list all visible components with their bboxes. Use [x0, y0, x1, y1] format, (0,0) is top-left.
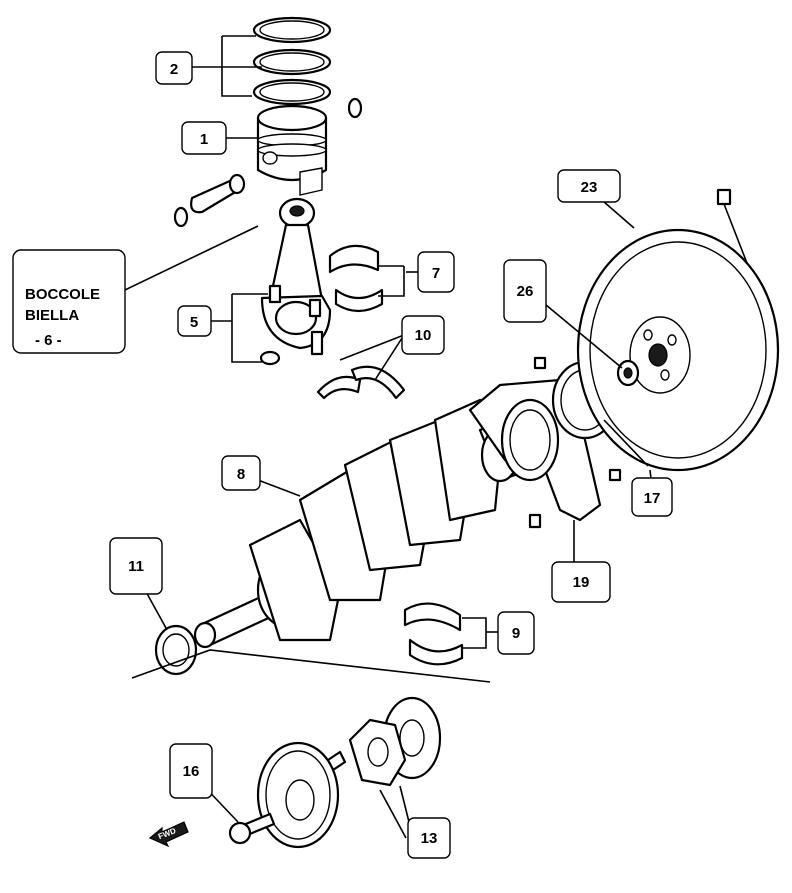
callout-19: 19 — [551, 561, 611, 603]
piston-pin — [190, 173, 246, 214]
note-line-1: BOCCOLE — [25, 286, 100, 303]
callout-23: 23 — [557, 169, 621, 203]
callout-16: 16 — [169, 743, 213, 799]
front-oil-seal — [154, 624, 198, 676]
fwd-arrow: FWD — [148, 821, 189, 848]
note-line-2: BIELLA — [25, 307, 79, 324]
leader-lines — [124, 35, 653, 839]
timing-gear — [326, 696, 442, 787]
callout-19-label: 19 — [573, 574, 590, 591]
callout-1: 1 — [181, 121, 227, 155]
callout-16-label: 16 — [183, 763, 200, 780]
note-line-3: - 6 - — [35, 332, 62, 349]
note-box: BOCCOLE BIELLA - 6 - — [12, 249, 126, 354]
callout-8-label: 8 — [237, 466, 245, 483]
callout-7-label: 7 — [432, 265, 440, 282]
callout-13: 13 — [407, 817, 451, 859]
callout-1-label: 1 — [200, 131, 208, 148]
callout-23-label: 23 — [581, 179, 598, 196]
piston-rings — [252, 16, 332, 106]
flywheel — [576, 228, 780, 472]
callout-26: 26 — [503, 259, 547, 323]
callout-13-label: 13 — [421, 830, 438, 847]
callout-10: 10 — [401, 315, 445, 355]
callout-5: 5 — [177, 305, 212, 337]
callout-2-label: 2 — [170, 61, 178, 78]
callout-10-label: 10 — [415, 327, 432, 344]
rod-bearing-shells — [328, 244, 384, 313]
pilot-bearing — [616, 359, 640, 387]
circlips — [173, 97, 363, 228]
thrust-washers — [316, 365, 406, 400]
crank-pulley — [256, 741, 340, 849]
crankshaft — [193, 398, 532, 649]
main-bearing-shells — [403, 602, 464, 666]
callout-2: 2 — [155, 51, 193, 85]
callout-9: 9 — [497, 611, 535, 655]
callout-11-label: 11 — [128, 558, 144, 575]
callout-8: 8 — [221, 455, 261, 491]
connecting-rod — [259, 197, 332, 366]
piston — [256, 104, 328, 196]
callout-5-label: 5 — [190, 314, 198, 331]
callout-17: 17 — [631, 477, 673, 517]
callout-26-label: 26 — [517, 283, 534, 300]
callout-7: 7 — [417, 251, 455, 293]
bracket-line — [131, 649, 491, 683]
pulley-bolt — [228, 812, 276, 845]
callout-9-label: 9 — [512, 625, 520, 642]
callout-11: 11 — [109, 537, 163, 595]
callout-17-label: 17 — [644, 490, 661, 507]
